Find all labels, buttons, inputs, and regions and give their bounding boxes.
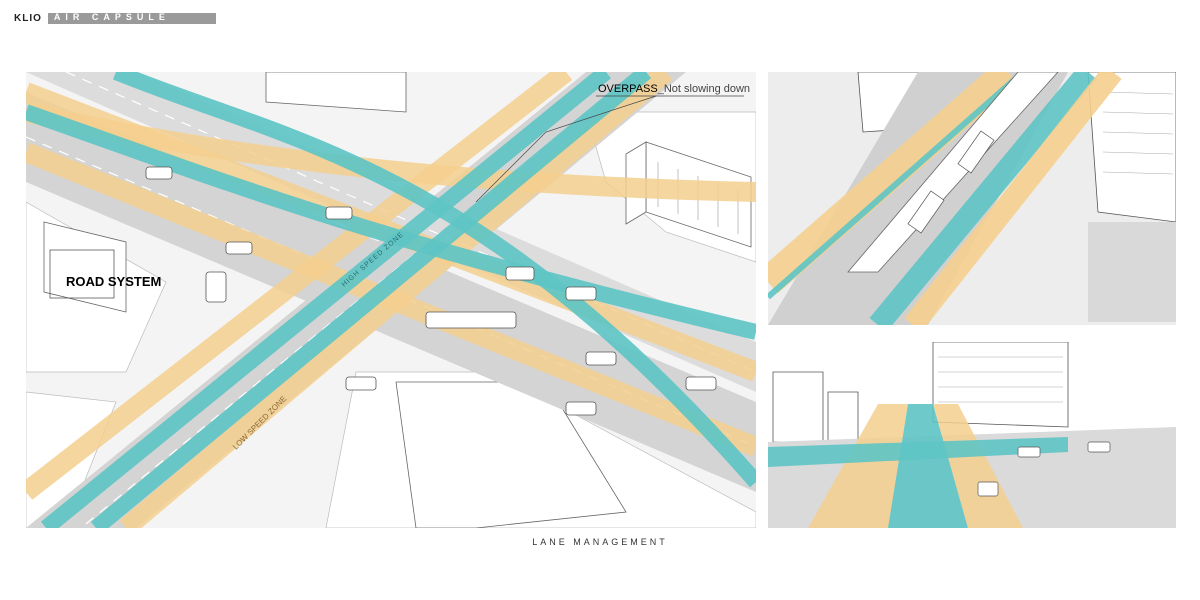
overpass-label: OVERPASS [598, 83, 658, 95]
overpass-callout: OVERPASS_Not slowing down [598, 83, 750, 95]
brand-logo: KLIO [14, 12, 42, 24]
caption: LANE MANAGEMENT [532, 537, 668, 547]
main-illustration: HIGH SPEED ZONE LOW SPEED ZONE ROAD SYST… [26, 72, 756, 528]
title-bar-label: AIR CAPSULE [53, 11, 170, 22]
title-bar: AIR CAPSULE [47, 11, 216, 24]
overpass-view [768, 72, 1176, 325]
road-system-label: ROAD SYSTEM [66, 274, 161, 289]
street-level-view [768, 342, 1176, 528]
overpass-note: _Not slowing down [657, 83, 750, 95]
header: KLIO AIR CAPSULE [14, 12, 216, 24]
